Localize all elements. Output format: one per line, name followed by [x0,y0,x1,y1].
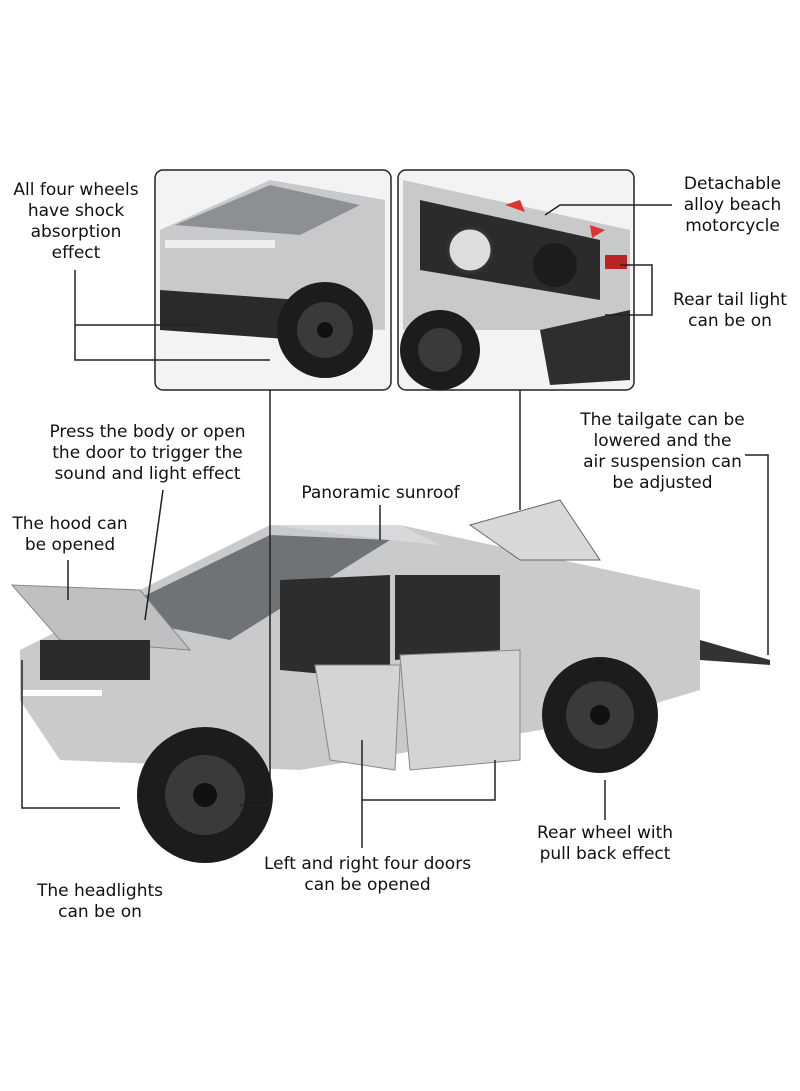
line-doors-2 [362,760,496,801]
line-moto [544,204,672,216]
label-detachable-motorcycle: Detachable alloy beach motorcycle [665,174,800,237]
truck-front-door [314,664,401,771]
main-truck [10,499,770,863]
label-four-doors: Left and right four doors can be opened [240,854,495,896]
label-doors-line-1: Left and right four doors [263,854,472,874]
label-moto-line-1: Detachable [683,174,782,194]
line-press [240,390,271,806]
label-press-line-1: Press the body or open [49,422,246,442]
label-tailgate-line-2: lowered and the [593,431,732,451]
inset-tailgate [540,310,630,385]
label-taillight-line-1: Rear tail light [673,290,787,310]
label-press-body-sound: Press the body or open the door to trigg… [10,422,285,485]
inset-light-bar [165,240,275,248]
inset-bumper [160,290,300,340]
label-moto-line-3: motorcycle [685,216,780,236]
label-headlights: The headlights can be on [15,881,185,923]
truck-frunk [40,640,150,680]
label-hood-line-2: be opened [24,535,116,555]
inset-motorcycle [446,226,494,274]
line-press-2 [144,489,164,621]
label-rear-tail-light: Rear tail light can be on [660,290,800,332]
inset-front-view [154,169,392,391]
truck-rear-door [399,649,521,771]
line-shock [74,270,270,361]
label-shock-line-2: have shock [27,201,125,221]
label-shock-absorption: All four wheels have shock absorption ef… [0,180,152,264]
label-press-line-2: the door to trigger the [52,443,243,463]
label-moto-line-2: alloy beach [683,195,782,215]
label-press-line-3: sound and light effect [54,464,241,484]
label-tailgate-suspension: The tailgate can be lowered and the air … [555,410,770,494]
truck-sunroof [270,525,440,545]
callout-lines [21,204,769,848]
label-hood-line-1: The hood can [12,514,128,534]
label-rearwheel-line-1: Rear wheel with [536,823,674,843]
label-rear-wheel-pullback: Rear wheel with pull back effect [515,823,695,865]
line-taillight [605,264,653,316]
label-tailgate-line-3: air suspension can [583,452,742,472]
label-tailgate-line-1: The tailgate can be [580,410,745,430]
truck-motorcycle [468,499,601,561]
label-panoramic-sunroof: Panoramic sunroof [278,483,483,504]
label-headlights-line-2: can be on [58,902,142,922]
truck-rear-cabin [395,575,500,660]
truck-tailgate [700,640,770,665]
truck-front-cabin [280,575,390,680]
label-taillight-line-2: can be on [688,311,772,331]
inset-bed-view [397,169,635,391]
label-shock-line-4: effect [51,243,101,263]
inset-front-windshield [175,185,360,235]
line-tailgate [745,454,769,655]
label-headlights-line-1: The headlights [37,881,163,901]
truck-hood-open [10,584,192,651]
inset-arrow-left [505,200,525,212]
label-doors-line-2: can be opened [304,875,431,895]
truck-windshield [105,535,390,640]
label-shock-line-3: absorption [30,222,122,242]
label-shock-line-1: All four wheels [13,180,139,200]
label-sunroof-line-1: Panoramic sunroof [301,483,460,503]
truck-headlight [22,690,102,696]
inset-arrow-right [590,225,605,238]
label-hood-opened: The hood can be opened [0,514,140,556]
inset-tail-light [605,255,627,269]
label-rearwheel-line-2: pull back effect [539,844,671,864]
line-headlights [21,660,120,809]
label-tailgate-line-4: be adjusted [612,473,713,493]
